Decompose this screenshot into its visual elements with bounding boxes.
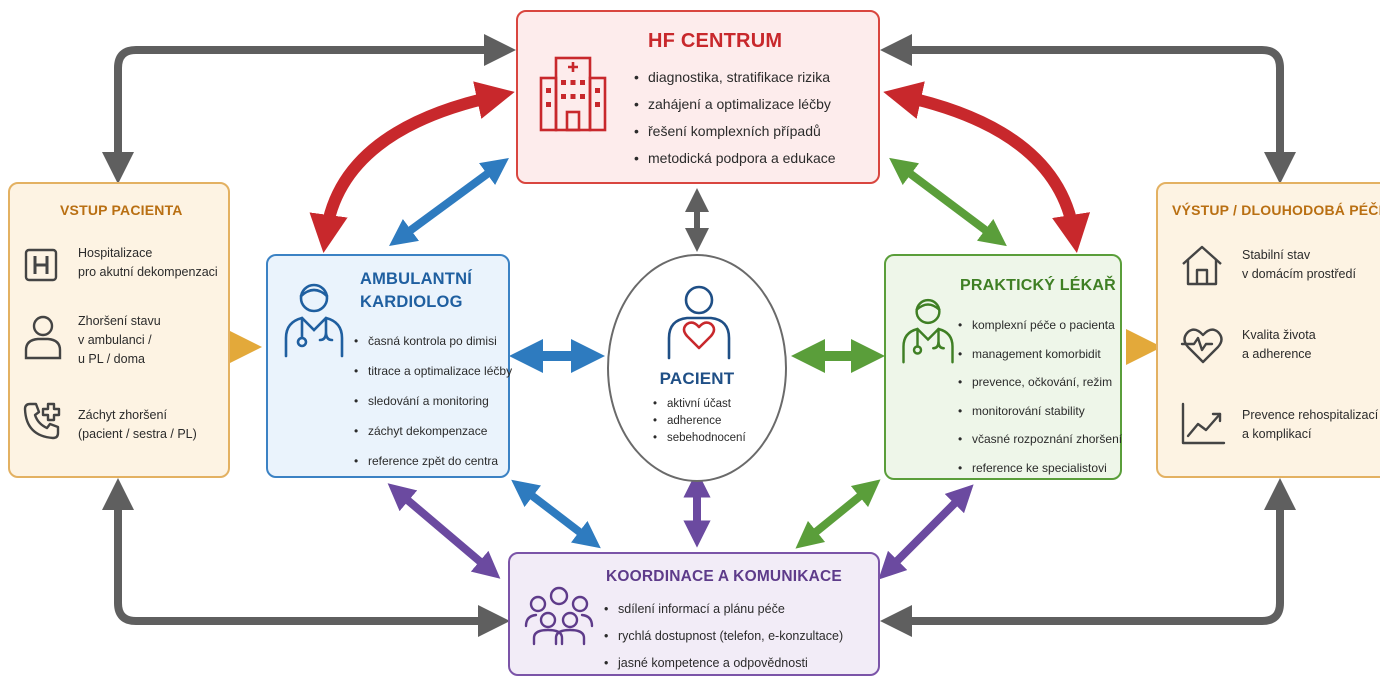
house-icon <box>1182 245 1222 286</box>
arrow-blue-amb-koo <box>511 479 601 549</box>
ambulantni-kardiolog-list: časná kontrola po dimisi titrace a optim… <box>354 326 512 476</box>
prakticky-lekar-item: komplexní péče o pacienta <box>958 311 1122 340</box>
vstup-item: Zhoršení stavu v ambulanci / u PL / doma <box>78 314 161 366</box>
hf-centrum-item: řešení komplexních případů <box>634 118 836 145</box>
hf-centrum-list: diagnostika, stratifikace rizika zahájen… <box>634 64 836 172</box>
prakticky-lekar-list: komplexní péče o pacienta management kom… <box>958 311 1122 482</box>
hospital-building-icon <box>539 56 607 132</box>
ambulantni-kardiolog-item: časná kontrola po dimisi <box>354 326 512 356</box>
arrow-purple-amb-koo <box>387 483 501 579</box>
vystup-box: VÝSTUP / DLOUHODOBÁ PÉČE Stabilní stav v… <box>1156 182 1380 478</box>
arrow-purple-pl-koo <box>878 484 974 580</box>
hf-centrum-box: HF CENTRUM diagnostika, stratifikace riz… <box>516 10 880 184</box>
vystup-item: Prevence rehospitalizací a komplikací <box>1242 408 1379 441</box>
hospital-h-icon <box>24 248 58 282</box>
vystup-item: Kvalita života a adherence <box>1242 328 1316 361</box>
pacient-item: aktivní účast <box>653 396 746 413</box>
vstup-item: Hospitalizace pro akutní dekompenzaci <box>78 246 218 279</box>
arrow-gray-bottom-left <box>102 478 510 637</box>
hf-centrum-item: zahájení a optimalizace léčby <box>634 91 836 118</box>
heart-cycle-icon <box>1180 328 1223 364</box>
pacient-item: sebehodnocení <box>653 430 746 447</box>
vstup-pacienta-title: VSTUP PACIENTA <box>60 202 183 218</box>
prakticky-lekar-item: prevence, očkování, režim <box>958 368 1122 397</box>
hf-centrum-item: diagnostika, stratifikace rizika <box>634 64 836 91</box>
ambulantni-kardiolog-item: reference zpět do centra <box>354 446 512 476</box>
arrow-blue-hf-amb <box>389 157 509 247</box>
vstup-item: Záchyt zhoršení (pacient / sestra / PL) <box>78 408 197 441</box>
arrow-red-right <box>883 81 1091 253</box>
patient-heart-icon <box>667 285 731 360</box>
prakticky-lekar-item: monitorování stability <box>958 397 1122 426</box>
ambulantni-kardiolog-item: titrace a optimalizace léčby <box>354 356 512 386</box>
pacient-title: PACIENT <box>659 369 735 388</box>
pacient-circle: PACIENT aktivní účast adherence sebehodn… <box>607 254 787 482</box>
phone-plus-icon <box>23 402 61 440</box>
vystup-item: Stabilní stav v domácím prostředí <box>1242 248 1356 281</box>
ambulantni-kardiolog-item: sledování a monitoring <box>354 386 512 416</box>
koordinace-box: KOORDINACE A KOMUNIKACE sdílení informac… <box>508 552 880 677</box>
hf-centrum-item: metodická podpora a edukace <box>634 145 836 172</box>
ambulantni-kardiolog-item: záchyt dekompenzace <box>354 416 512 446</box>
doctor-icon <box>284 283 344 358</box>
arrow-red-left <box>309 81 515 254</box>
doctor-icon <box>902 298 954 364</box>
prakticky-lekar-item: management komorbidit <box>958 340 1122 369</box>
hf-centrum-title: HF CENTRUM <box>648 30 783 52</box>
vstup-pacienta-box: VSTUP PACIENTA Hospitalizace pro akutní … <box>8 182 230 478</box>
ambulantni-kardiolog-title: AMBULANTNÍ KARDIOLOG <box>360 270 472 311</box>
vystup-title: VÝSTUP / DLOUHODOBÁ PÉČE <box>1172 202 1380 218</box>
koordinace-list: sdílení informací a plánu péče rychlá do… <box>604 596 843 677</box>
arrow-green-pl-koo <box>795 479 881 549</box>
person-icon <box>24 315 62 360</box>
prakticky-lekar-item: reference ke specialistovi <box>958 454 1122 483</box>
trend-chart-icon <box>1181 402 1226 445</box>
ambulantni-kardiolog-box: AMBULANTNÍ KARDIOLOG časná kontrola po d… <box>266 254 512 478</box>
team-icon <box>524 586 594 646</box>
prakticky-lekar-box: PRAKTICKÝ LÉKAŘ komplexní péče o pacient… <box>884 254 1122 482</box>
arrow-green-hf-pl <box>889 157 1007 247</box>
prakticky-lekar-item: včasné rozpoznání zhoršení <box>958 425 1122 454</box>
prakticky-lekar-title: PRAKTICKÝ LÉKAŘ <box>960 277 1116 294</box>
koordinace-item: sdílení informací a plánu péče <box>604 596 843 623</box>
pacient-list: aktivní účast adherence sebehodnocení <box>653 396 746 447</box>
pacient-item: adherence <box>653 413 746 430</box>
arrow-gray-top-left <box>102 34 516 184</box>
koordinace-item: jasné kompetence a odpovědnosti <box>604 650 843 677</box>
arrow-gray-top-right <box>880 34 1296 184</box>
koordinace-item: rychlá dostupnost (telefon, e-konzultace… <box>604 623 843 650</box>
koordinace-title: KOORDINACE A KOMUNIKACE <box>606 568 842 585</box>
arrow-gray-bottom-right <box>880 478 1296 637</box>
